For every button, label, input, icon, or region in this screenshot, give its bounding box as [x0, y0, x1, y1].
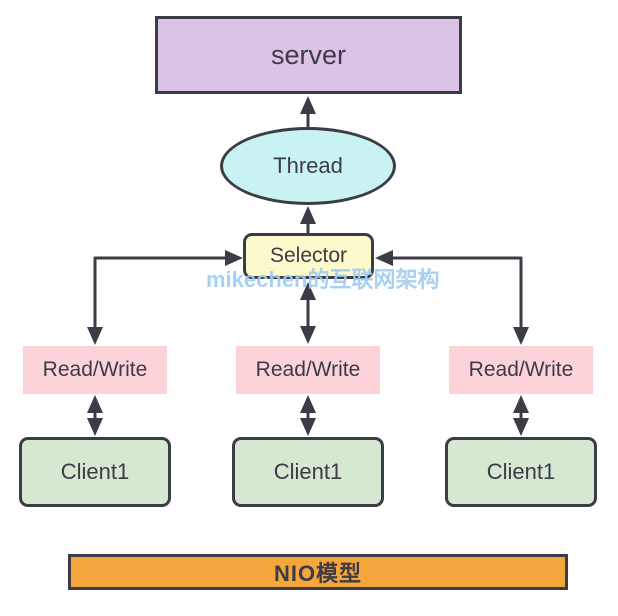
readwrite-node-mid: Read/Write	[236, 346, 380, 394]
client-node-left: Client1	[19, 437, 171, 507]
arrow-readwrite-client-left	[87, 395, 103, 436]
readwrite-node-left: Read/Write	[23, 346, 167, 394]
arrow-selector-readwrite-mid	[300, 282, 316, 344]
title-banner: NIO模型	[68, 554, 568, 590]
selector-node: Selector	[243, 233, 374, 279]
readwrite-node-right: Read/Write	[449, 346, 593, 394]
arrow-selector-readwrite-left	[87, 250, 243, 345]
arrow-selector-to-thread	[300, 206, 316, 235]
arrow-readwrite-client-mid	[300, 395, 316, 436]
client-node-right: Client1	[445, 437, 597, 507]
client-node-mid: Client1	[232, 437, 384, 507]
arrow-selector-readwrite-right	[375, 250, 529, 345]
arrow-thread-to-server	[300, 96, 316, 129]
arrow-readwrite-client-right	[513, 395, 529, 436]
server-node: server	[155, 16, 462, 94]
